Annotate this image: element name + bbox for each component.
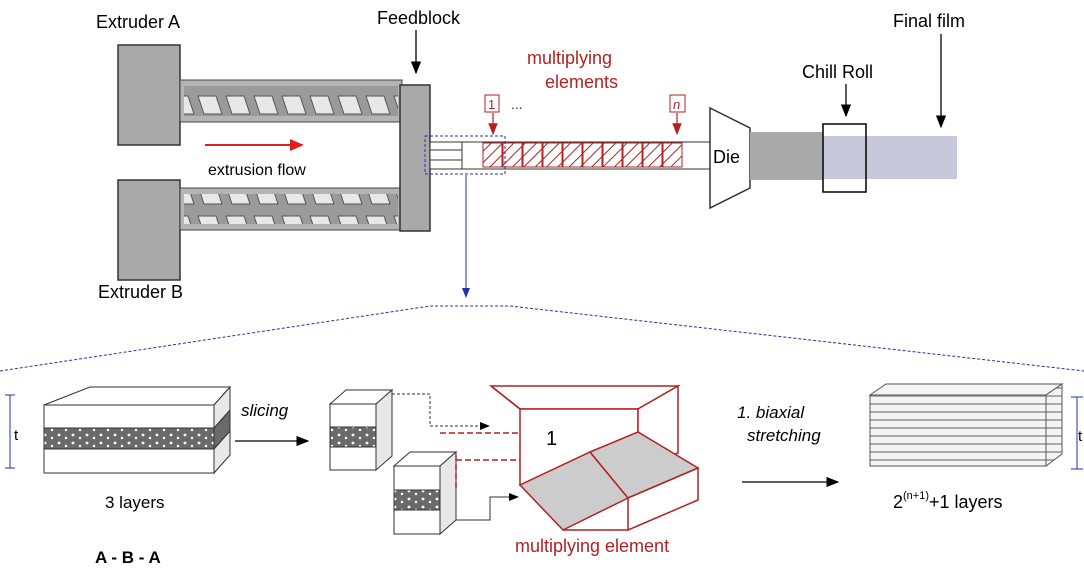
die-label: Die: [713, 147, 740, 167]
three-layer-block: [43, 385, 232, 475]
film-pre-roll: [750, 132, 823, 180]
element-last-box: [669, 94, 686, 113]
multiplier-element: [582, 142, 603, 168]
multiplying-elements-label-1: multiplying: [527, 48, 612, 68]
chill-roll: [822, 123, 867, 193]
element-first-label: 1: [488, 97, 495, 112]
three-layers-label: 3 layers: [105, 493, 165, 512]
multiplier-element: [522, 142, 543, 168]
thickness-left-label: t: [14, 427, 19, 444]
feed-arrow-top: [392, 393, 490, 430]
stretching-label-2: stretching: [747, 426, 821, 445]
multiplying-element-number: 1: [546, 428, 557, 450]
extruder-b-label: Extruder B: [98, 282, 183, 302]
extrusion-flow-label: extrusion flow: [208, 162, 306, 179]
final-film-label: Final film: [893, 11, 965, 31]
multiplying-element-shape: [488, 384, 700, 532]
multiplying-element-label: multiplying element: [515, 536, 669, 556]
multiplier-element: [622, 142, 643, 168]
multiplier-element: [542, 142, 563, 168]
sliced-block-front: [392, 450, 484, 536]
stretching-label-1: 1. biaxial: [737, 403, 805, 422]
feed-arrow-bottom: [456, 493, 519, 521]
extruder-b-screw: [184, 194, 398, 224]
final-film: [823, 136, 957, 179]
multilayer-film-block: [868, 383, 1064, 467]
feedblock: [399, 84, 431, 232]
multilayer-layers-label: 2(n+1)+1 layers: [893, 490, 1003, 512]
multiplier-element: [482, 142, 503, 168]
extruder-a-hopper: [117, 44, 181, 146]
extrusion-flow-arrowhead: [290, 139, 304, 151]
element-dots: ...: [511, 96, 523, 112]
sliced-block-back: [328, 388, 394, 472]
extruder-a-label: Extruder A: [96, 12, 180, 32]
slicing-label: slicing: [241, 401, 289, 420]
multiplier-element: [562, 142, 583, 168]
multiplying-elements-label-2: elements: [545, 72, 618, 92]
extruder-a-screw: [184, 86, 398, 116]
thickness-right-label: t: [1078, 428, 1083, 445]
element-last-label: n: [673, 97, 680, 112]
core-layer-b: [43, 427, 215, 450]
multiplier-stack: [482, 142, 683, 168]
extruder-b-hopper: [117, 179, 181, 281]
zoom-fan: [0, 305, 1084, 372]
die: [709, 106, 751, 210]
aba-label: A - B - A: [95, 548, 161, 567]
chill-roll-label: Chill Roll: [802, 62, 873, 82]
multiplier-element: [602, 142, 623, 168]
element-first-box: [484, 94, 500, 113]
layer-channel: [429, 141, 463, 170]
multiplier-element: [642, 142, 663, 168]
zoom-region: [424, 135, 506, 175]
thickness-indicator-right: [1071, 396, 1083, 470]
feedblock-label: Feedblock: [377, 8, 461, 28]
multiplier-element: [502, 142, 523, 168]
thickness-indicator-left: [5, 394, 15, 469]
multiplier-element: [662, 142, 683, 168]
